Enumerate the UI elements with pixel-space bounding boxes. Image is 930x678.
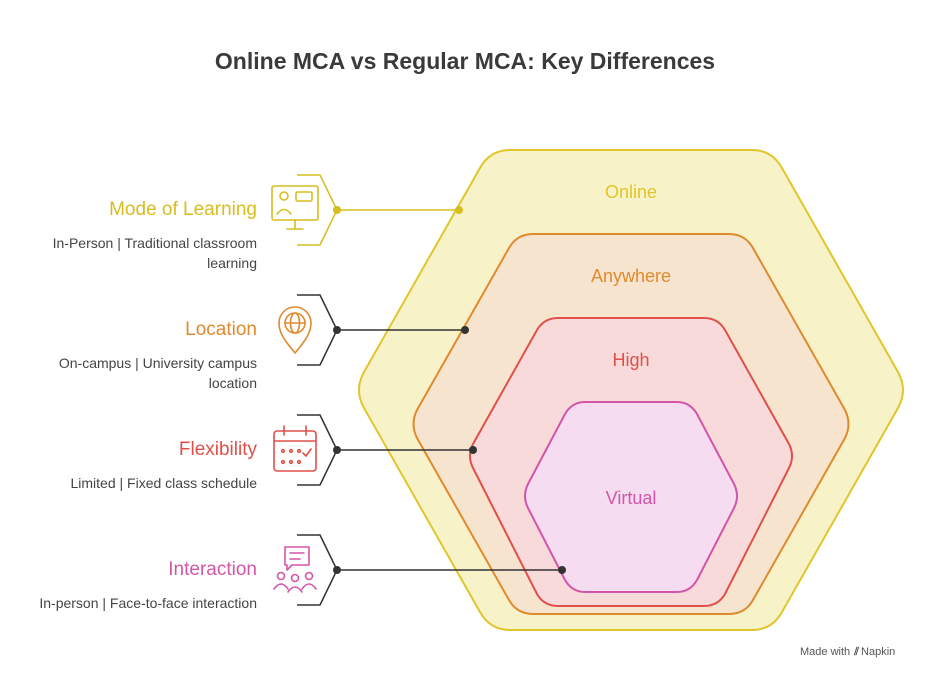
napkin-logo-icon: ⫽ <box>854 646 860 658</box>
globe-pin-icon <box>278 306 312 354</box>
item-title-mode-of-learning: Mode of Learning <box>109 199 257 220</box>
ring-virtual: Virtual <box>524 401 738 593</box>
footer-credit: Made with⫽Napkin <box>800 646 895 659</box>
item-title-location: Location <box>185 319 257 340</box>
item-desc-interaction: In-person | Face-to-face interaction <box>39 595 257 611</box>
item-title-interaction: Interaction <box>168 559 257 580</box>
item-desc-flexibility: Limited | Fixed class schedule <box>70 475 258 491</box>
ring-virtual-shape <box>524 401 738 593</box>
item-desc-mode-of-learning: In-Person | Traditional classroom learni… <box>52 235 257 271</box>
ring-label-virtual: Virtual <box>606 488 657 508</box>
ring-label-high: High <box>612 350 649 370</box>
footer-brand: Napkin <box>861 646 896 658</box>
page-title: Online MCA vs Regular MCA: Key Differenc… <box>214 48 716 74</box>
connector-mode-of-learning <box>297 174 459 246</box>
calendar-icon <box>273 425 317 472</box>
ring-label-anywhere: Anywhere <box>591 266 671 286</box>
chat-people-icon <box>273 546 317 593</box>
connector-dots <box>333 206 566 574</box>
item-title-flexibility: Flexibility <box>178 439 257 460</box>
item-desc-location: On-campus | University campus location <box>58 355 257 391</box>
presentation-icon <box>271 185 319 230</box>
ring-label-online: Online <box>605 182 657 202</box>
footer-made-with: Made with <box>800 646 851 658</box>
